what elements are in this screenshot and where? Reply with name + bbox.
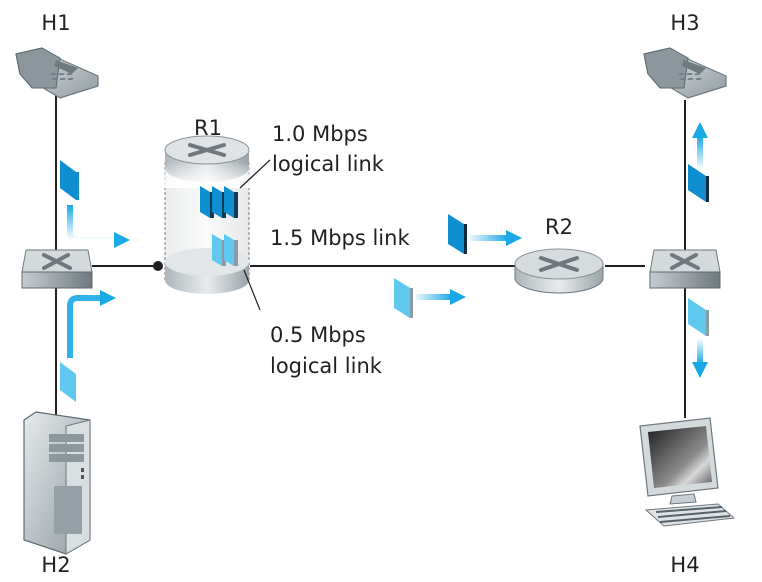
packet-from-h1 — [60, 160, 130, 248]
packet-to-h3 — [688, 122, 709, 202]
h4-desktop-icon[interactable] — [639, 417, 736, 527]
r1-queue-05mbps — [212, 234, 238, 266]
main-link-label: 1.5 Mbps link — [270, 226, 410, 250]
h2-server-icon[interactable] — [23, 411, 91, 555]
switch-left-icon[interactable] — [21, 249, 93, 289]
r2-router-icon[interactable] — [514, 248, 604, 294]
h2-label: H2 — [41, 553, 70, 577]
packet-icon — [224, 186, 238, 218]
leader-line-05mbps — [243, 269, 261, 311]
packet-from-h2 — [60, 290, 116, 402]
r1-input-port — [153, 261, 163, 271]
h1-label: H1 — [41, 11, 70, 35]
h3-telephone-icon[interactable] — [643, 47, 727, 99]
h4-label: H4 — [670, 553, 699, 577]
r2-label: R2 — [545, 215, 573, 239]
packet-light-in-transit — [394, 278, 466, 318]
r1-label: R1 — [194, 116, 222, 140]
h3-label: H3 — [670, 11, 699, 35]
leader-line-1mbps — [239, 159, 271, 189]
r1-queue-1mbps — [200, 186, 238, 218]
logical-link-2-line1: 0.5 Mbps — [270, 323, 366, 347]
packet-to-h4 — [688, 298, 709, 378]
h1-telephone-icon[interactable] — [15, 47, 99, 99]
switch-right-icon[interactable] — [649, 249, 721, 289]
logical-link-1-line1: 1.0 Mbps — [272, 122, 368, 146]
logical-link-1-line2: logical link — [272, 152, 385, 176]
packet-icon — [224, 234, 238, 266]
logical-link-2-line2: logical link — [270, 354, 383, 378]
packet-dark-in-transit — [448, 214, 522, 254]
